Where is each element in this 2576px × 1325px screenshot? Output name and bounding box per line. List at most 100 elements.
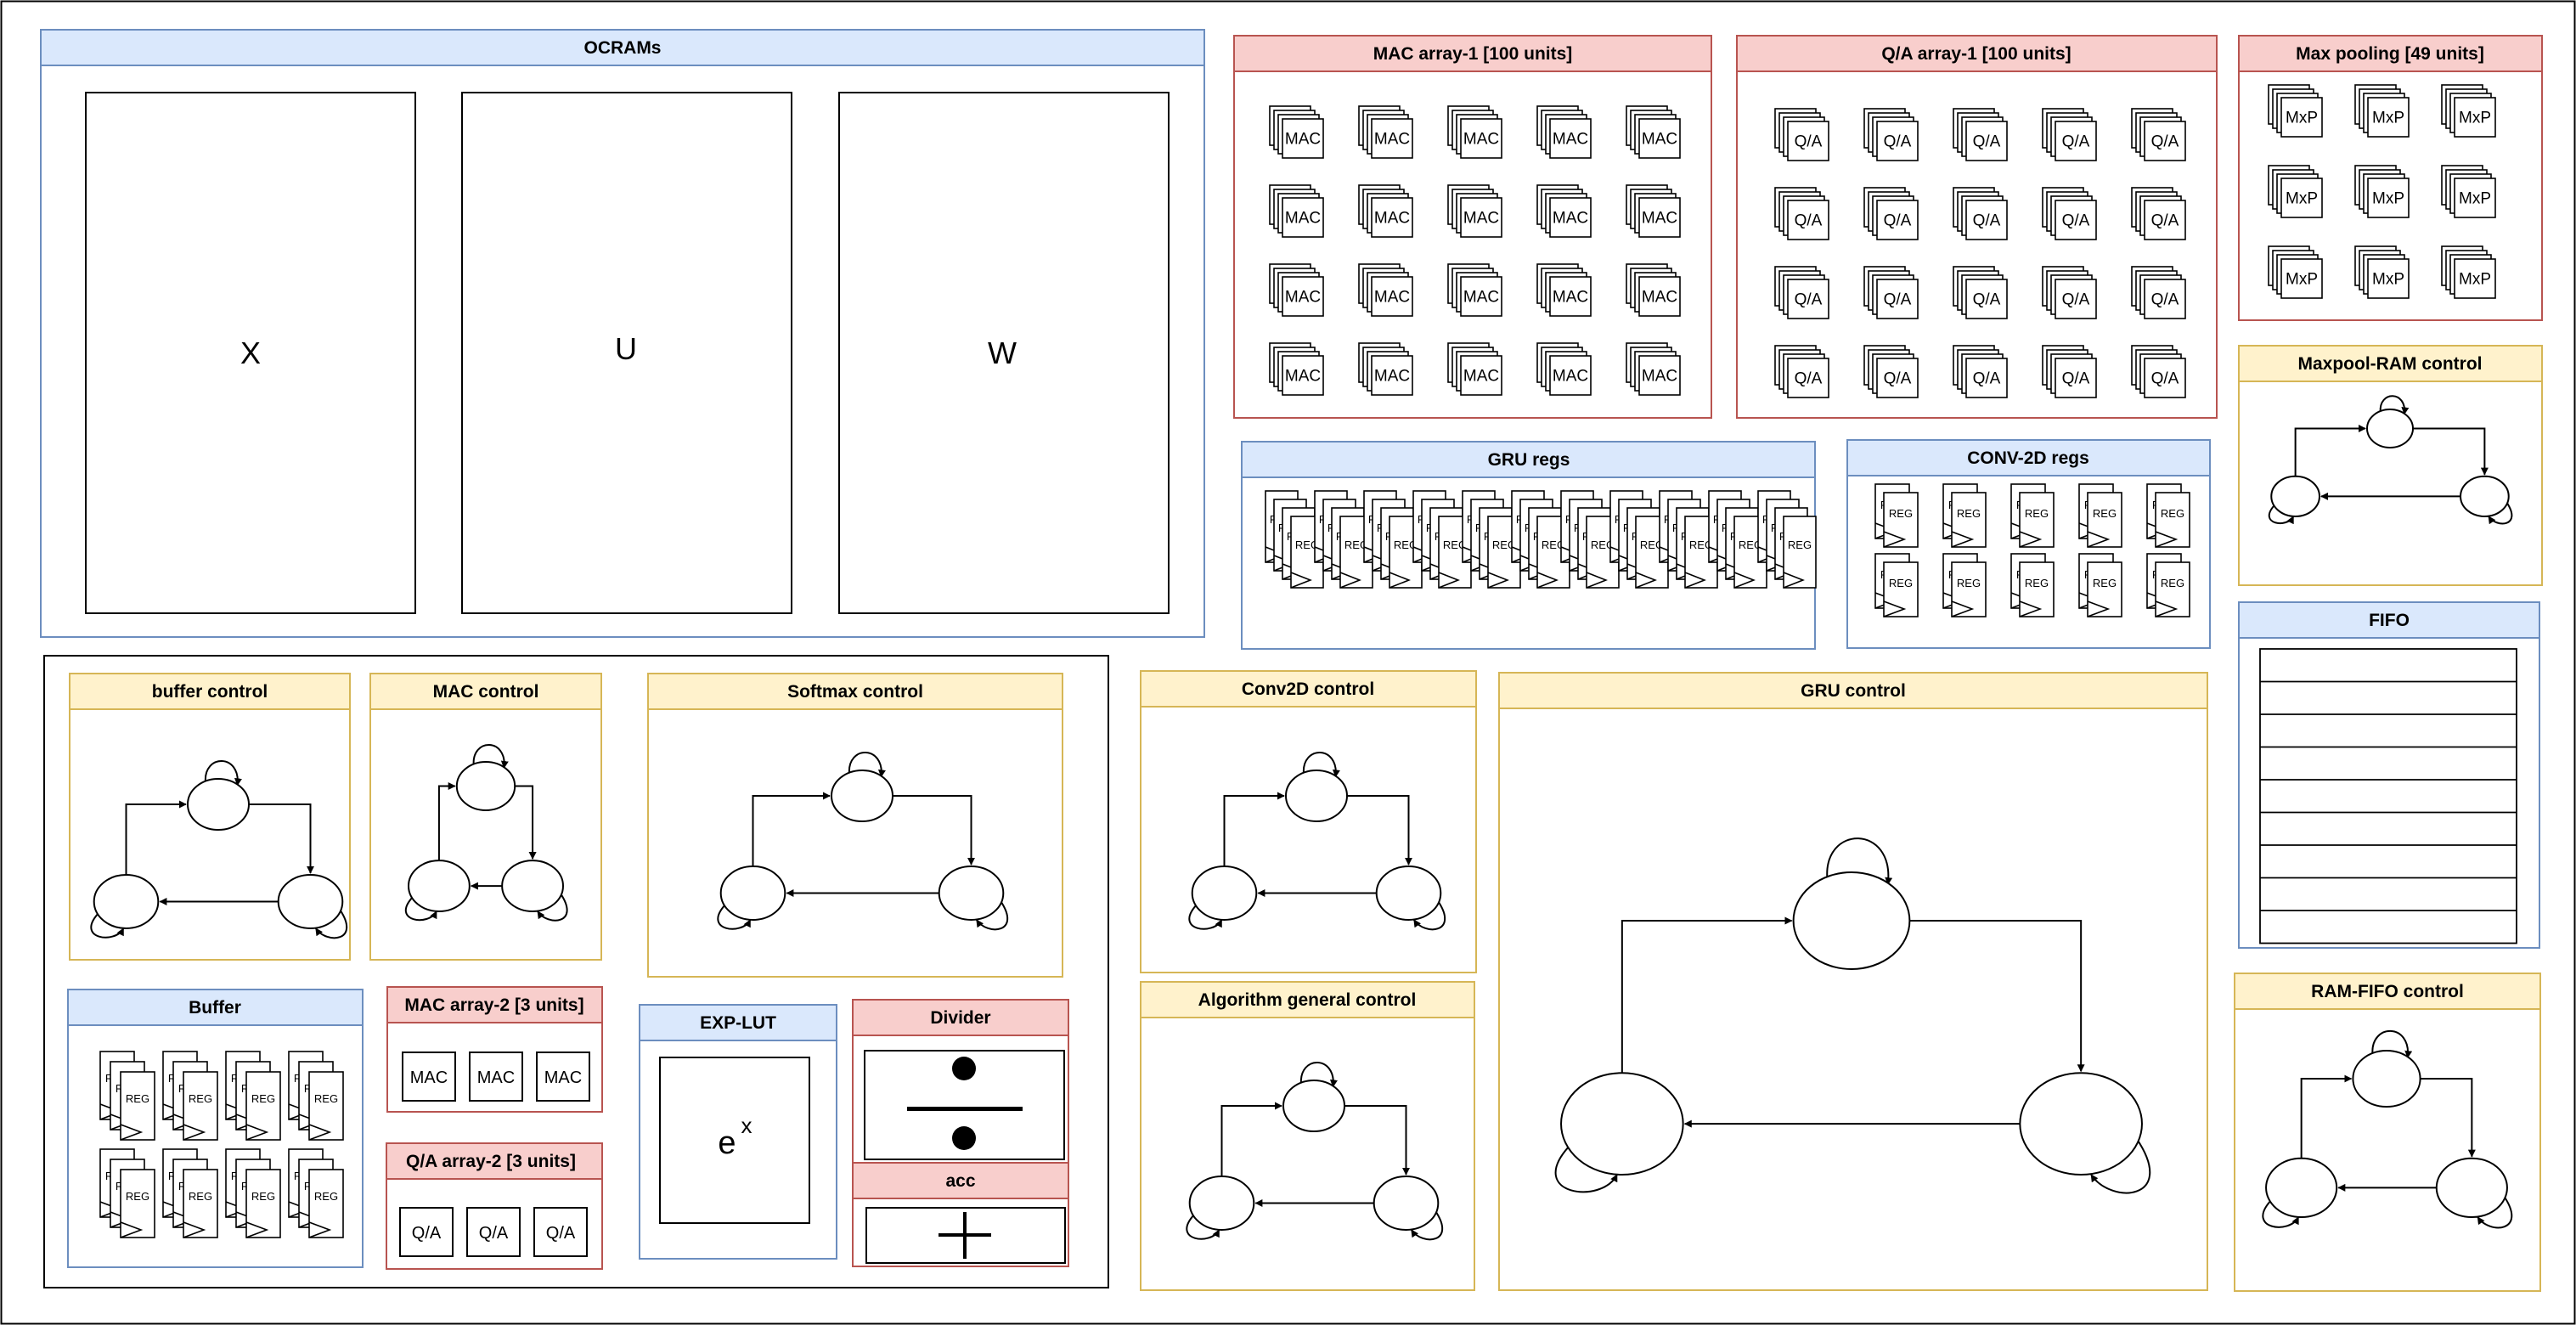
mac-unit-label: MAC: [1642, 368, 1677, 386]
fsm-transition: [2413, 427, 2489, 476]
fsm-self-loop: [2371, 1029, 2413, 1059]
mxp-unit-label: MxP: [2459, 110, 2491, 127]
divider-title: Divider: [930, 1008, 990, 1028]
buffer-reg: REG: [183, 1071, 218, 1141]
qa-unit: Q/A: [1863, 345, 1919, 398]
mac-unit: MAC: [1536, 105, 1592, 159]
fsm-transition: [1909, 920, 2085, 1073]
qa-unit-label: Q/A: [1973, 133, 2001, 151]
mxp-unit: MxP: [2268, 245, 2323, 299]
qa-array-1-panel: Q/A array-1 [100 units] Q/A Q/A Q/A Q/A Q/A Q…: [1736, 35, 2218, 419]
conv-reg-label: REG: [1889, 507, 1913, 520]
gru-reg-label: REG: [1295, 538, 1319, 551]
qa-unit: Q/A: [1953, 266, 2008, 319]
fsm-self-loop: [2262, 1200, 2300, 1228]
conv-reg: REG: [2087, 561, 2122, 617]
mxp-unit-label: MxP: [2372, 271, 2404, 289]
qa-array-1-title: Q/A array-1 [100 units]: [1881, 44, 2071, 64]
fifo-panel: FIFO: [2238, 601, 2540, 949]
conv-reg-label: REG: [2093, 577, 2117, 589]
fsm-state: [2460, 475, 2510, 517]
qa-unit: Q/A: [1863, 266, 1919, 319]
fsm-state: [93, 874, 160, 929]
qa-unit-label: Q/A: [1795, 212, 1823, 230]
mac-unit: MAC: [1536, 342, 1592, 396]
ram-fifo-control-title: RAM-FIFO control: [2311, 982, 2464, 1001]
fsm-state: [1285, 770, 1348, 822]
fsm-state: [1191, 865, 1258, 921]
acc-panel: acc: [852, 1162, 1069, 1267]
conv-reg: REG: [2087, 492, 2122, 548]
mac-unit-label: MAC: [1553, 368, 1588, 386]
maxpool-ram-fsm: [2268, 395, 2513, 525]
fsm-state: [2352, 1050, 2421, 1108]
exp-lut-title: EXP-LUT: [700, 1013, 776, 1033]
fsm-state: [1560, 1072, 1684, 1176]
mxp-unit-label: MxP: [2286, 271, 2318, 289]
fsm-state: [938, 865, 1005, 921]
gru-regs-grid: REGREGREGREGREGREGREGREGREGREGREGREGREGR…: [1265, 490, 1817, 589]
gru-reg-label: REG: [1542, 538, 1565, 551]
fsm-self-loop: [1188, 905, 1223, 930]
qa-unit-label: Q/A: [2062, 291, 2090, 309]
ram-fifo-control-panel: RAM-FIFO control: [2234, 973, 2541, 1292]
fsm-state: [2366, 409, 2414, 448]
fsm-transition: [249, 803, 314, 874]
mxp-unit: MxP: [2441, 165, 2496, 218]
qa-unit-label: Q/A: [1795, 370, 1823, 388]
qa-unit-label: Q/A: [1884, 133, 1912, 151]
qa-unit: Q/A: [2042, 345, 2097, 398]
fsm-state: [2435, 1157, 2508, 1218]
mac-unit: MAC: [1447, 105, 1502, 159]
qa-unit-label: Q/A: [1795, 133, 1823, 151]
softmax-control-title: Softmax control: [787, 682, 923, 702]
mxp-unit: MxP: [2441, 84, 2496, 138]
buffer-regs: REGREGREGREGREGREGREGREGREGREGREGREGREGR…: [99, 1051, 344, 1238]
algorithm-general-control-title: Algorithm general control: [1198, 990, 1417, 1010]
mac-control-fsm: [404, 744, 568, 922]
mac-array-2-unit-label: MAC: [477, 1068, 515, 1087]
fsm-self-loop: [717, 905, 752, 930]
qa-unit: Q/A: [1774, 266, 1829, 319]
mac-control-panel: MAC control: [369, 673, 602, 961]
gru-reg-label: REG: [1394, 538, 1418, 551]
mac-unit-label: MAC: [1285, 368, 1321, 386]
mac-unit-label: MAC: [1374, 368, 1410, 386]
fsm-self-loop: [848, 752, 886, 778]
mac-unit: MAC: [1626, 184, 1681, 238]
qa-array-2-title: Q/A array-2 [3 units]: [406, 1152, 576, 1171]
fsm-transition: [1344, 1105, 1410, 1176]
fsm-self-loop: [1554, 1146, 1618, 1193]
conv-reg-label: REG: [1957, 507, 1981, 520]
fsm-state: [408, 860, 471, 912]
ocram-bank-u-label: U: [615, 331, 637, 366]
mxp-unit: MxP: [2354, 245, 2410, 299]
qa-array-2-unit: [399, 1207, 454, 1257]
mac-unit-label: MAC: [1285, 210, 1321, 228]
mac-unit: MAC: [1358, 263, 1413, 317]
mac-array-2-unit: [469, 1052, 523, 1102]
fsm-state: [2265, 1157, 2338, 1218]
buffer-reg-label: REG: [189, 1190, 212, 1203]
mac-unit-label: MAC: [1553, 210, 1588, 228]
qa-unit-label: Q/A: [2062, 212, 2090, 230]
mac-unit: MAC: [1626, 342, 1681, 396]
mac-unit: MAC: [1269, 342, 1324, 396]
gru-reg-label: REG: [1788, 538, 1812, 551]
conv-reg-label: REG: [2093, 507, 2117, 520]
qa-unit: Q/A: [1953, 187, 2008, 240]
mac-unit: MAC: [1269, 105, 1324, 159]
fsm-self-loop: [2090, 1138, 2151, 1194]
softmax-control-panel: Softmax control: [647, 673, 1063, 978]
mxp-unit: MxP: [2268, 84, 2323, 138]
algorithm-general-control-fsm: [1186, 1062, 1443, 1241]
conv2d-control-fsm: [1188, 752, 1446, 931]
buffer-panel: Buffer REGREGREGREGREGREGREGREGREGREGREG…: [67, 989, 364, 1268]
fsm-self-loop: [2477, 1196, 2513, 1229]
control-block-frame: [43, 655, 1109, 1288]
buffer-reg-label: REG: [126, 1092, 149, 1105]
gru-regs-title: GRU regs: [1488, 450, 1570, 470]
